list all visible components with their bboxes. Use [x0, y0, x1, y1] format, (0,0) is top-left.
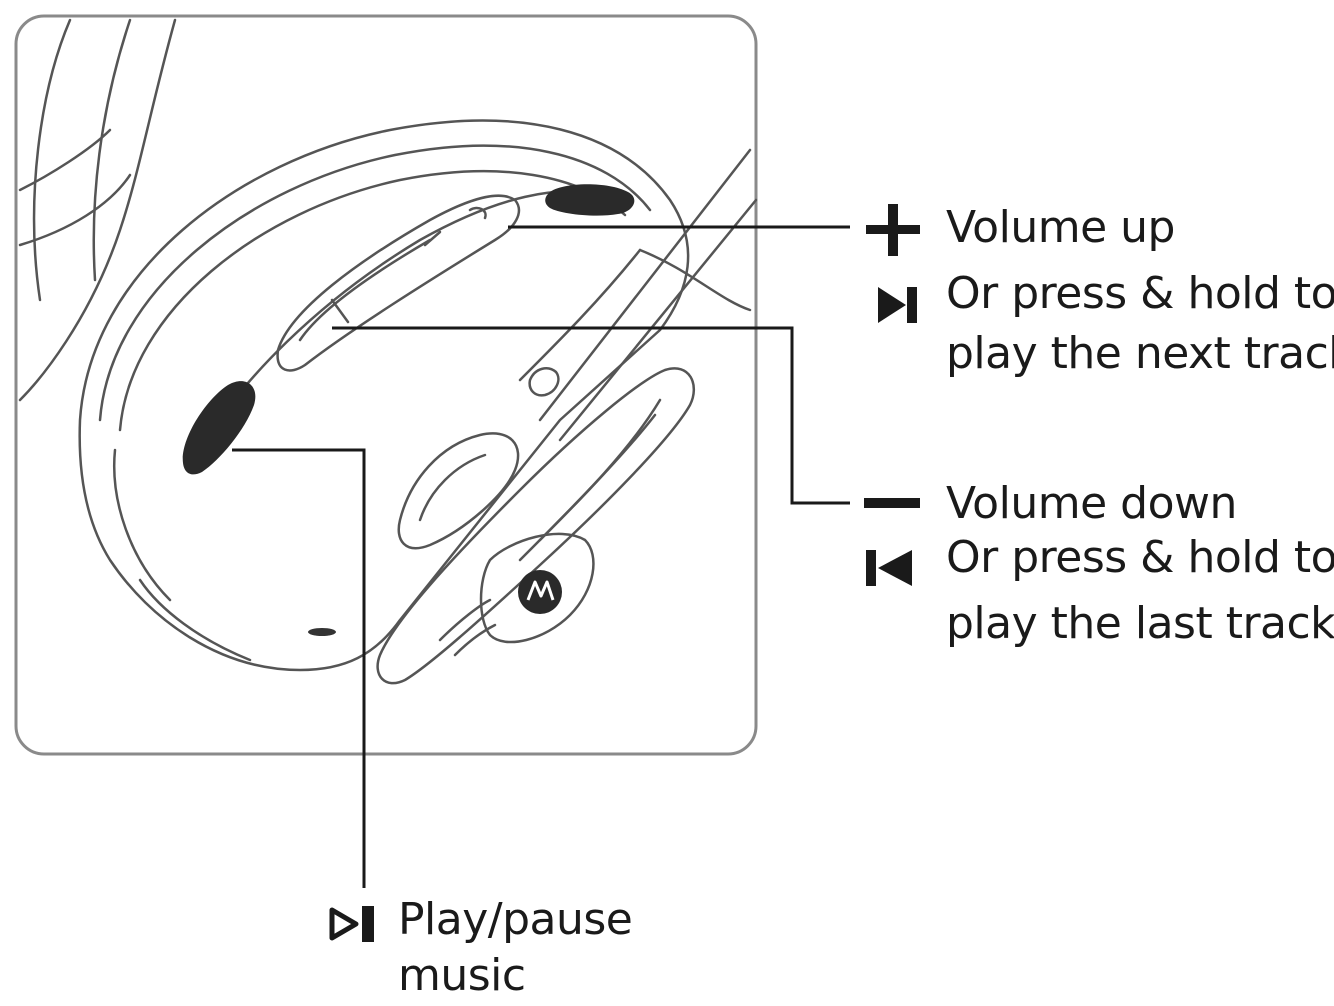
earcup-shell: [78, 119, 690, 672]
side-slot: [397, 432, 520, 550]
hinge-housing: [479, 532, 595, 644]
volume-down-last-track-text: play the last track.: [946, 598, 1334, 649]
headband-outer: [32, 18, 72, 302]
strap-line-2: [558, 198, 758, 442]
volume-down-leader: [332, 326, 850, 505]
multifunction-button: [182, 381, 256, 475]
earcup-inner-rim: [98, 144, 652, 422]
headband-inner: [92, 18, 132, 282]
play-pause-icon: [329, 906, 374, 942]
volume-rocker-outline: [276, 194, 521, 372]
brand-logo-mark: [526, 580, 555, 601]
volume-down-title: Volume down: [946, 478, 1237, 529]
previous-track-icon: [866, 550, 912, 586]
next-track-icon: [878, 287, 917, 323]
volume-up-title: Volume up: [946, 202, 1175, 253]
strap-line-1: [538, 148, 752, 422]
arm-slider: [376, 367, 696, 685]
minus-icon: [864, 498, 920, 508]
mic-hole: [308, 628, 336, 636]
play-pause-subtitle: music: [398, 950, 526, 1001]
leader-lines: [232, 225, 850, 888]
charge-port: [528, 367, 560, 397]
plus-icon: [866, 204, 920, 256]
volume-up-hold-text: Or press & hold to: [946, 268, 1334, 319]
headband-edge: [18, 18, 177, 402]
top-button: [545, 184, 635, 216]
play-pause-leader: [232, 448, 366, 888]
volume-down-hold-text: Or press & hold to: [946, 532, 1334, 583]
play-pause-title: Play/pause: [398, 894, 633, 945]
volume-up-next-track-text: play the next track.: [946, 328, 1334, 379]
